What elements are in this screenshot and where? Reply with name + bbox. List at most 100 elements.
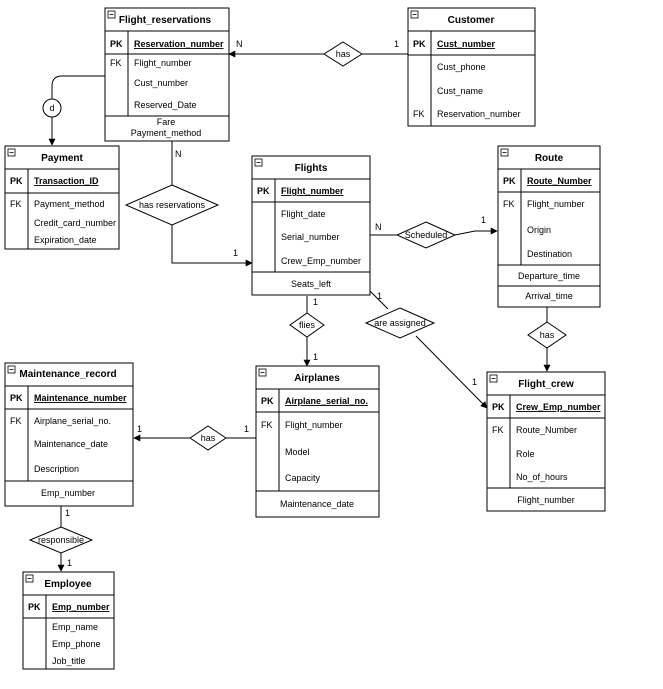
attribute: Model — [285, 447, 310, 457]
attribute: Description — [34, 464, 79, 474]
svg-text:has: has — [540, 330, 555, 340]
primary-key: Maintenance_number — [34, 393, 127, 403]
edge-scheduled-route — [454, 227, 498, 236]
entity-flight-crew: Flight_crew PK Crew_Emp_number FK Route_… — [486, 371, 606, 512]
primary-key: Flight_number — [281, 186, 344, 196]
attribute: Destination — [527, 249, 572, 259]
card-air-flies: 1 — [313, 352, 318, 362]
card-emp-resp: 1 — [67, 558, 72, 568]
attribute: Payment_method — [131, 128, 202, 138]
cardinalities: N 1 N 1 N 1 1 1 1 1 1 1 1 1 — [65, 39, 486, 568]
entity-title: Flights — [295, 163, 328, 174]
disjoint-marker: d — [42, 98, 62, 118]
card-flights-flies: 1 — [313, 297, 318, 307]
edge-hasres-flights — [171, 225, 253, 267]
attribute: Maintenance_date — [34, 439, 108, 449]
svg-text:PK: PK — [28, 602, 41, 612]
attribute: No_of_hours — [516, 472, 568, 482]
entity-airplanes: Airplanes PK Airplane_serial_no. FK Flig… — [255, 365, 380, 518]
attribute: Airplane_serial_no. — [34, 416, 111, 426]
svg-text:are assigned: are assigned — [374, 318, 426, 328]
primary-key: Airplane_serial_no. — [285, 396, 368, 406]
entity-title: Flight_crew — [518, 379, 574, 390]
primary-key: Cust_number — [437, 39, 496, 49]
relationship-responsible: responsible — [28, 526, 94, 554]
svg-text:flies: flies — [299, 320, 316, 330]
svg-text:PK: PK — [257, 186, 270, 196]
svg-text:PK: PK — [492, 402, 505, 412]
svg-text:d: d — [49, 103, 54, 113]
svg-text:FK: FK — [261, 420, 273, 430]
attribute: Emp_name — [52, 622, 98, 632]
svg-text:PK: PK — [261, 396, 274, 406]
attribute: Departure_time — [518, 271, 580, 281]
connectors — [48, 50, 551, 572]
card-crew-assigned: 1 — [472, 377, 477, 387]
svg-text:FK: FK — [110, 58, 122, 68]
svg-text:Scheduled: Scheduled — [405, 230, 448, 240]
entity-flight-reservations: Flight_reservations PK Reservation_numbe… — [104, 7, 230, 142]
attribute: Seats_left — [291, 279, 332, 289]
entity-title: Maintenance_record — [19, 369, 116, 380]
attribute: Expiration_date — [34, 235, 97, 245]
card-air-has: 1 — [244, 424, 249, 434]
svg-text:PK: PK — [413, 39, 426, 49]
attribute: Maintenance_date — [280, 499, 354, 509]
attribute: Credit_card_number — [34, 218, 116, 228]
entity-title: Payment — [41, 153, 83, 164]
relationship-has-customer: has — [323, 41, 363, 67]
attribute: Crew_Emp_number — [281, 256, 361, 266]
entity-title: Flight_reservations — [119, 15, 212, 26]
edge-flights-assigned — [369, 290, 389, 310]
attribute: Reservation_number — [437, 109, 521, 119]
entity-title: Route — [535, 153, 564, 164]
svg-text:responsible: responsible — [38, 535, 84, 545]
attribute: Flight_number — [134, 58, 192, 68]
svg-text:PK: PK — [503, 176, 516, 186]
attribute: Job_title — [52, 656, 86, 666]
svg-text:FK: FK — [10, 199, 22, 209]
card-maint-resp: 1 — [65, 508, 70, 518]
svg-text:PK: PK — [10, 393, 23, 403]
card-res-has: N — [236, 39, 243, 49]
svg-text:FK: FK — [492, 425, 504, 435]
card-route-sched: 1 — [481, 215, 486, 225]
attribute: Emp_number — [41, 488, 95, 498]
svg-text:has reservations: has reservations — [139, 200, 206, 210]
attribute: Flight_number — [517, 495, 575, 505]
attribute: Reserved_Date — [134, 100, 197, 110]
attribute: Cust_phone — [437, 62, 486, 72]
attribute: Cust_name — [437, 86, 483, 96]
primary-key: Transaction_ID — [34, 176, 99, 186]
entity-title: Airplanes — [294, 373, 340, 384]
entity-payment: Payment PK Transaction_ID FK Payment_met… — [4, 145, 120, 250]
attribute: Arrival_time — [525, 291, 573, 301]
primary-key: Route_Number — [527, 176, 592, 186]
attribute: Flight_number — [527, 199, 585, 209]
card-maint-has: 1 — [137, 424, 142, 434]
svg-text:FK: FK — [503, 199, 515, 209]
attribute: Route_Number — [516, 425, 577, 435]
relationship-scheduled: Scheduled — [395, 221, 457, 249]
entity-employee: Employee PK Emp_number Emp_name Emp_phon… — [22, 571, 115, 670]
attribute: Role — [516, 449, 535, 459]
card-res-hr: N — [175, 149, 182, 159]
relationship-has-reservations: has reservations — [124, 184, 220, 226]
attribute: Emp_phone — [52, 639, 101, 649]
attribute: Cust_number — [134, 78, 188, 88]
primary-key: Emp_number — [52, 602, 110, 612]
relationship-are-assigned: are assigned — [364, 307, 436, 339]
svg-text:has: has — [201, 433, 216, 443]
svg-text:FK: FK — [413, 109, 425, 119]
attribute: Serial_number — [281, 232, 340, 242]
primary-key: Reservation_number — [134, 39, 224, 49]
card-flights-sched: N — [375, 222, 382, 232]
attribute: Flight_date — [281, 209, 326, 219]
entity-route: Route PK Route_Number FK Flight_number O… — [497, 145, 601, 308]
edge-res-disjoint — [51, 75, 105, 99]
relationship-has-maintenance: has — [189, 425, 227, 451]
entity-maintenance-record: Maintenance_record PK Maintenance_number… — [4, 362, 134, 507]
relationship-flies: flies — [289, 312, 325, 338]
card-flights-hr: 1 — [233, 248, 238, 258]
